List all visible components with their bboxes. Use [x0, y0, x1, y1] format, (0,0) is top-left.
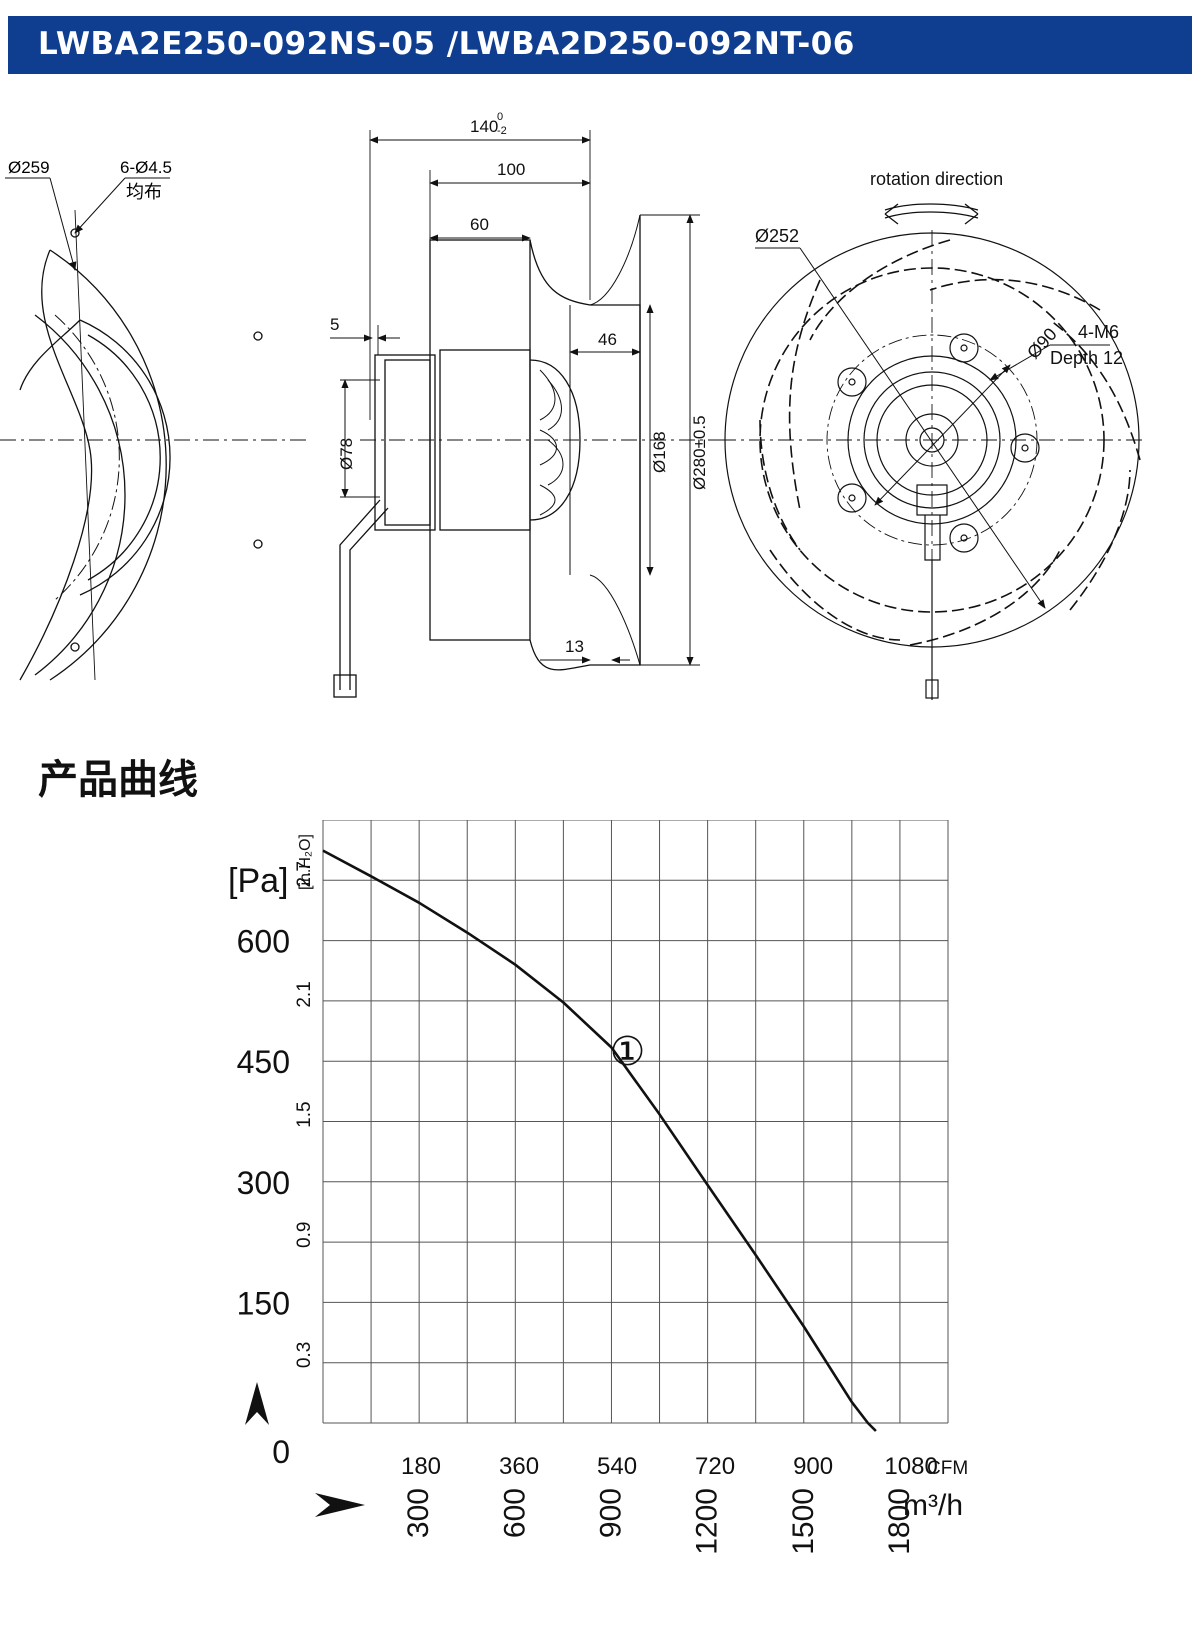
dim-168: Ø168 [650, 431, 669, 473]
outer-diameter-label: Ø259 [8, 158, 50, 177]
y-tick-pa: 0 [272, 1434, 290, 1470]
model-title: LWBA2E250-092NS-05 /LWBA2D250-092NT-06 [38, 26, 855, 62]
depth-label: Depth 12 [1050, 348, 1123, 368]
series-label-1: ① [610, 1030, 646, 1074]
title-bar: LWBA2E250-092NS-05 /LWBA2D250-092NT-06 [8, 16, 1192, 74]
y-tick-pa: 450 [237, 1044, 290, 1080]
dim-total-tol-upper: 0 [497, 111, 503, 123]
x-axis-unit-m3h: m³/h [903, 1489, 963, 1522]
x-tick-cfm: 720 [695, 1453, 735, 1480]
thread-label: 4-M6 [1078, 322, 1119, 342]
technical-drawings: Ø259 6-Ø4.5 均布 [0, 111, 1145, 700]
y-axis-label-pa: [Pa] [228, 862, 288, 900]
y-axis-arrow [245, 1382, 269, 1425]
x-axis-unit-cfm: CFM [927, 1458, 968, 1479]
dim-60: 60 [470, 215, 489, 234]
dim-total: 140 [470, 117, 498, 136]
x-tick-cfm: 180 [401, 1453, 441, 1480]
y-tick-inh2o: 2.1 [294, 981, 315, 1007]
section-title: 产品曲线 [38, 757, 198, 803]
dim-total-tol-lower: -2 [497, 125, 507, 137]
y-tick-pa: 300 [237, 1165, 290, 1201]
front-view-right [720, 203, 1145, 700]
x-tick-m3h: 1500 [787, 1488, 820, 1555]
holes-label: 6-Ø4.5 [120, 158, 172, 177]
x-tick-m3h: 600 [498, 1488, 531, 1538]
chart-series: ① [322, 849, 877, 1432]
dim-78: Ø78 [337, 438, 356, 470]
y-tick-inh2o: 1.5 [294, 1101, 315, 1127]
chart-grid [322, 820, 949, 1424]
y-tick-pa: 150 [237, 1285, 290, 1321]
x-tick-cfm: 900 [793, 1453, 833, 1480]
y-tick-pa: 600 [237, 924, 290, 960]
y-tick-inh2o: 0.3 [294, 1342, 315, 1368]
dim-100: 100 [497, 160, 525, 179]
x-tick-m3h: 1200 [691, 1488, 724, 1555]
side-view [330, 130, 720, 698]
side-view-dimensions: 140 0 -2 100 60 5 46 Ø78 Ø168 Ø280±0.5 1… [330, 111, 709, 656]
dia-252-label: Ø252 [755, 226, 799, 246]
front-view-left [0, 177, 310, 681]
rotation-direction-label: rotation direction [870, 169, 1003, 189]
dim-13: 13 [565, 637, 584, 656]
front-view-right-labels: rotation direction Ø252 Ø90 4-M6 Depth 1… [755, 169, 1123, 368]
holes-note: 均布 [126, 182, 162, 202]
x-tick-m3h: 900 [594, 1488, 627, 1538]
x-tick-cfm: 540 [597, 1453, 637, 1480]
y-tick-inh2o: 2.7 [294, 861, 315, 887]
y-axis-label-inh2o: [in.H₂O] [297, 834, 314, 890]
x-tick-m3h: 1800 [883, 1488, 916, 1555]
performance-chart: 0 150 300 450 600 0.3 0.9 1.5 2.1 2.7 180 360 540 720… [228, 820, 968, 1555]
x-axis-arrow [315, 1493, 365, 1517]
chart-axis-labels: 0 150 300 450 600 0.3 0.9 1.5 2.1 2.7 180 360 540 720… [237, 861, 938, 1555]
x-tick-m3h: 300 [402, 1488, 435, 1538]
dim-5: 5 [330, 315, 339, 334]
y-tick-inh2o: 0.9 [294, 1222, 315, 1248]
dim-280: Ø280±0.5 [690, 415, 709, 490]
series-line-1 [322, 849, 877, 1432]
x-tick-cfm: 360 [499, 1453, 539, 1480]
x-tick-cfm: 1080 [884, 1453, 937, 1480]
dim-46: 46 [598, 330, 617, 349]
